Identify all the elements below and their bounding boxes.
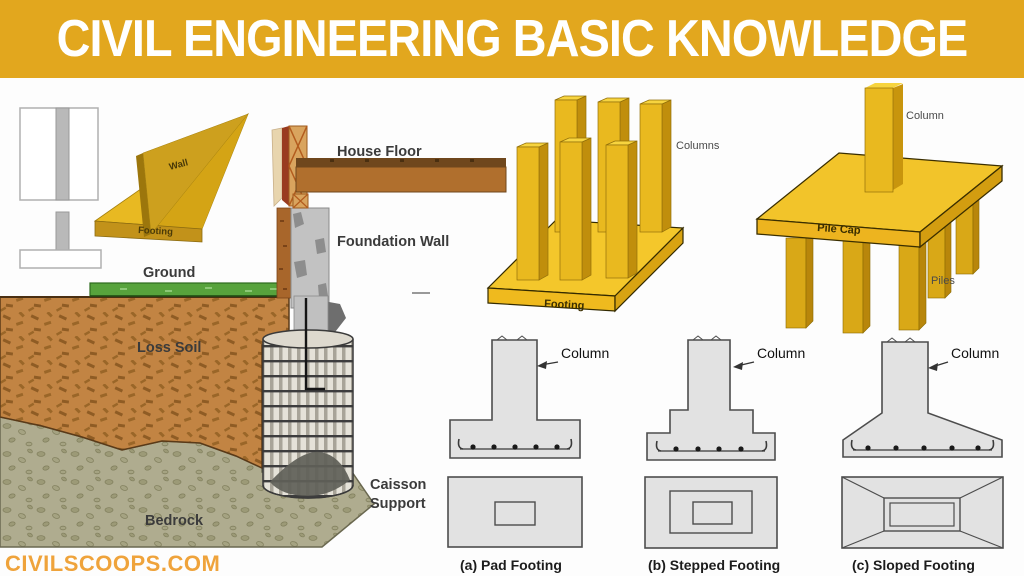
floor-ticks	[330, 159, 474, 162]
pile-column-label: Column	[906, 110, 944, 122]
wall-blotches	[293, 212, 328, 298]
bedrock-label: Bedrock	[145, 513, 204, 529]
break-marks	[886, 337, 916, 343]
sloped-footing-section	[842, 341, 1003, 458]
page-title: CIVIL ENGINEERING BASIC KNOWLEDGE	[56, 10, 969, 68]
pile-column-side	[893, 84, 903, 190]
piles	[785, 194, 980, 334]
house-floor-beam	[295, 166, 507, 193]
stepped-footing-caption: (b) Stepped Footing	[648, 557, 780, 573]
loss-soil-label: Loss Soil	[137, 340, 201, 356]
wood-speckles	[279, 220, 287, 290]
sloped-plan-inner	[889, 502, 955, 527]
pile-cap-right	[919, 164, 1003, 249]
foundation-wall-label: Foundation Wall	[337, 234, 449, 250]
elevation-footing-base	[19, 249, 102, 269]
rebar-hooks	[655, 440, 768, 452]
sloped-plan-diagonals	[841, 476, 1004, 549]
stepped-column-label: Column	[757, 345, 805, 361]
caisson-label-line2: Support	[370, 496, 426, 512]
floor-top-strip	[296, 158, 506, 167]
wall-edge-face	[136, 153, 151, 237]
wall-label: Wall	[168, 157, 189, 173]
caisson-label-line1: Caisson	[370, 477, 426, 493]
pad-footing-caption: (a) Pad Footing	[460, 557, 562, 573]
pad-footing-diagram: Column (a) Pad Footing	[447, 335, 609, 573]
slab-right-face	[614, 226, 684, 313]
footing-label: Footing	[138, 225, 174, 238]
pile-column-top	[865, 83, 903, 88]
wall-footing-plan-view	[19, 107, 102, 269]
rebar-dots	[865, 445, 981, 451]
sloped-footing-caption: (c) Sloped Footing	[852, 557, 975, 573]
title-banner: CIVIL ENGINEERING BASIC KNOWLEDGE	[0, 0, 1024, 78]
strip-footing-3d: Wall Footing	[93, 112, 249, 243]
columns-3d	[516, 95, 672, 281]
pile-cap-label: Pile Cap	[817, 222, 861, 237]
ground-label: Ground	[143, 265, 195, 281]
wall-face	[142, 113, 249, 235]
tan-sliver	[271, 127, 283, 207]
sloped-footing-diagram: Column (c) Sloped Footing	[841, 337, 1004, 573]
arrow-head	[537, 361, 547, 369]
house-floor-label: House Floor	[337, 144, 422, 160]
arrow-head	[733, 362, 743, 370]
sill-x	[292, 193, 309, 209]
ground-section: Ground Loss Soil Bedrock	[0, 265, 376, 548]
caisson: Caisson Support	[262, 295, 426, 512]
stepped-footing-diagram: Column (b) Stepped Footing	[644, 335, 805, 573]
stepped-plan-inner	[692, 501, 733, 525]
pad-plan-inner	[494, 501, 536, 526]
rebar-hooks	[457, 438, 573, 450]
pad-footing-section	[449, 339, 581, 459]
arrow-head	[928, 363, 938, 371]
column-footing-3d: Footing Columns	[486, 95, 720, 313]
caisson-top-rim	[262, 329, 354, 349]
mid-footing-label: Footing	[544, 298, 585, 312]
pile-column-front	[864, 87, 894, 193]
sloped-column-label: Column	[951, 345, 999, 361]
pile-foundation-3d: Column Pile Cap Piles	[755, 83, 1004, 334]
diagram-canvas: Wall Footing Ground Loss Soil Bedrock	[0, 83, 1004, 573]
caisson-bottom-arc	[262, 484, 354, 499]
break-marks	[692, 335, 722, 341]
columns-label: Columns	[676, 140, 720, 152]
piles-label: Piles	[931, 275, 955, 287]
rebar-hooks	[850, 439, 995, 451]
rebar-dots	[470, 444, 560, 450]
stepped-footing-section	[646, 339, 776, 461]
caisson-base-mound	[270, 451, 350, 496]
post-x-bracing	[288, 125, 308, 207]
break-marks	[496, 335, 528, 341]
rebar-line	[304, 298, 325, 391]
elevation-wall-bar	[55, 211, 70, 251]
watermark: CIVILSCOOPS.COM	[5, 551, 221, 576]
red-sliver	[282, 126, 289, 206]
pad-column-label: Column	[561, 345, 609, 361]
house-structure: House Floor Foundation Wall	[271, 125, 507, 336]
rebar-dots	[673, 446, 744, 452]
plan-wall-bar	[55, 107, 70, 201]
grass-highlights	[120, 287, 277, 292]
